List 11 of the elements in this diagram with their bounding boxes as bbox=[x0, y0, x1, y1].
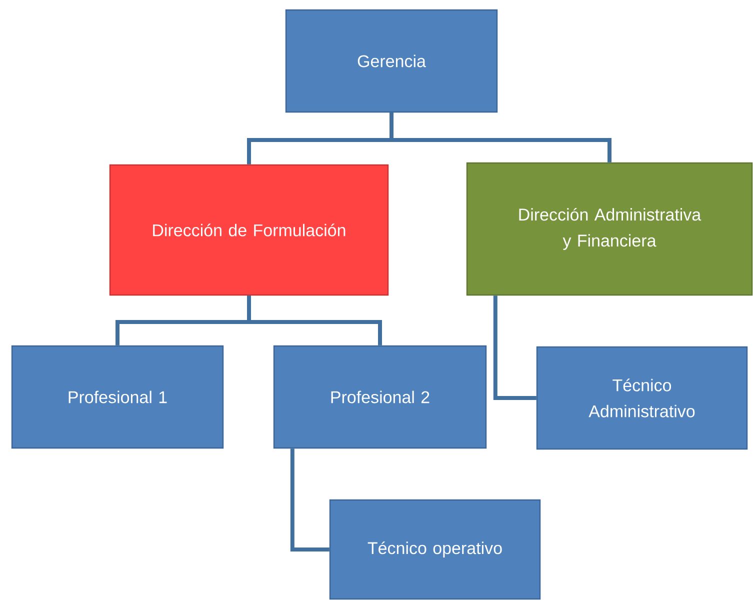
org-box: Profesional 2 bbox=[273, 345, 487, 449]
org-box: Profesional 1 bbox=[11, 345, 224, 449]
connector-line bbox=[390, 112, 612, 162]
org-box: Técnico Administrativo bbox=[536, 346, 748, 450]
connector-line bbox=[493, 296, 536, 400]
connector-line bbox=[247, 296, 382, 346]
org-box: Técnico operativo bbox=[329, 499, 541, 600]
org-box: Dirección de Formulación bbox=[109, 164, 389, 296]
connector-line bbox=[290, 448, 330, 552]
org-box: Dirección Administrativa y Financiera bbox=[466, 162, 753, 296]
org-box: Gerencia bbox=[285, 9, 498, 113]
